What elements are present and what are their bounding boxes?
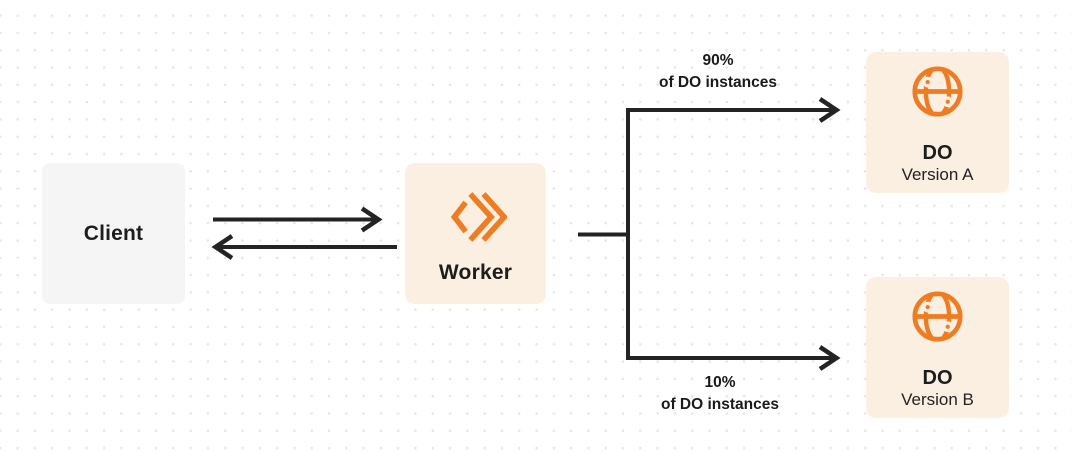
branch-a-caption: of DO instances [659, 73, 777, 91]
do-b-title: DO [922, 367, 953, 389]
request-arrowhead-icon [360, 206, 383, 233]
do-a-subtitle: Version A [901, 165, 974, 184]
branch-a-percent: 90% [702, 52, 734, 69]
durable-object-globe-icon [912, 66, 963, 117]
durable-object-globe-icon [912, 291, 963, 342]
branch-b-percent: 10% [704, 374, 736, 391]
globe-dot-upper [922, 76, 934, 88]
do-version-b-node: DO Version B [866, 277, 1009, 418]
do-b-subtitle: Version B [901, 390, 974, 409]
branch-b-label: 10% of DO instances [620, 372, 820, 415]
client-node: Client [42, 163, 185, 304]
split-bracket-line [626, 108, 833, 360]
globe-outline [912, 291, 963, 342]
globe-dot-lower [942, 321, 954, 333]
client-label: Client [83, 221, 144, 245]
branch-b-caption: of DO instances [661, 395, 779, 413]
globe-dot-lower [942, 96, 954, 108]
globe-dot-upper [922, 301, 934, 313]
branch-b-arrowhead-icon [818, 345, 841, 371]
workers-chevrons-icon [450, 192, 507, 242]
response-arrowhead-icon [211, 234, 234, 260]
globe-right-meridian [941, 68, 952, 115]
do-version-a-node: DO Version A [866, 52, 1009, 193]
workers-icon-chevron-2 [480, 192, 507, 242]
globe-outline [912, 66, 963, 117]
worker-label: Worker [438, 261, 513, 284]
branch-a-arrowhead-icon [818, 97, 841, 123]
workers-icon-left-bracket [450, 200, 468, 234]
branch-a-label: 90% of DO instances [618, 50, 818, 93]
do-a-title: DO [922, 142, 953, 164]
globe-left-meridian [923, 68, 934, 115]
worker-node: Worker [405, 163, 546, 304]
globe-left-meridian [923, 293, 934, 340]
workers-icon-chevron-1 [467, 192, 495, 242]
globe-right-meridian [941, 293, 952, 340]
